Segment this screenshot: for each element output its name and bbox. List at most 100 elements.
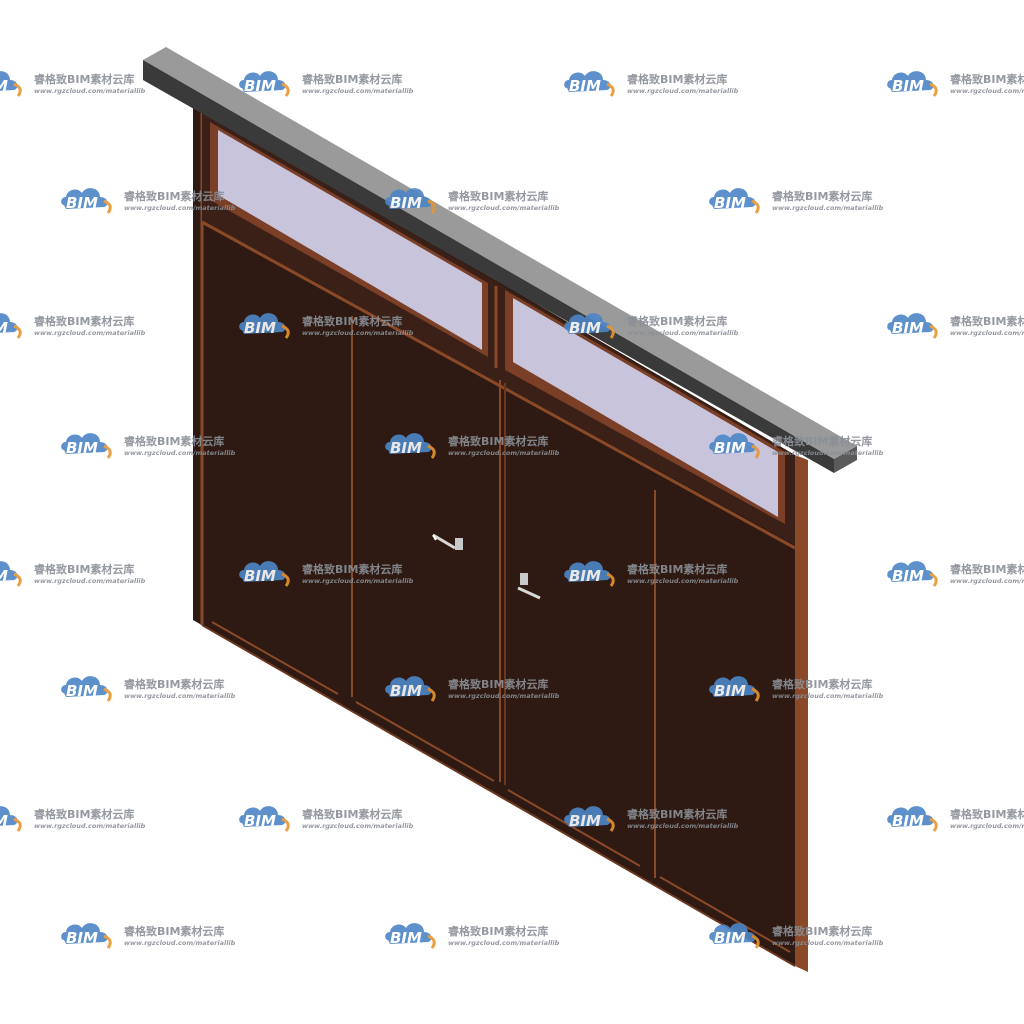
bim-logo-text: BIM <box>244 77 276 95</box>
watermark: BIM睿格致BIM素材云库www.rgzcloud.com/materialli… <box>0 71 146 97</box>
watermark-url: www.rgzcloud.com/materiallib <box>34 87 146 95</box>
watermark-url: www.rgzcloud.com/materiallib <box>627 87 739 95</box>
bim-logo-text: BIM <box>714 929 746 947</box>
bim-logo-text: BIM <box>390 929 422 947</box>
bim-accent-swoosh <box>606 324 615 339</box>
lintel-top <box>143 47 857 459</box>
bim-cloud-icon <box>385 923 432 944</box>
bim-accent-swoosh <box>103 687 112 702</box>
watermark-name: 睿格致BIM素材云库 <box>448 924 548 938</box>
bim-cloud-icon <box>61 923 108 944</box>
bim-logo-text: BIM <box>714 682 746 700</box>
watermark-name: 睿格致BIM素材云库 <box>124 434 224 448</box>
watermark-name: 睿格致BIM素材云库 <box>34 807 134 821</box>
watermark-url: www.rgzcloud.com/materiallib <box>448 692 560 700</box>
bim-logo-text: BIM <box>892 319 924 337</box>
watermark-url: www.rgzcloud.com/materiallib <box>302 87 414 95</box>
bim-logo-text: BIM <box>244 567 276 585</box>
watermark-layer: BIM睿格致BIM素材云库www.rgzcloud.com/materialli… <box>0 71 1024 949</box>
watermark-url: www.rgzcloud.com/materiallib <box>772 939 884 947</box>
bim-cloud-icon <box>61 188 108 209</box>
watermark: BIM睿格致BIM素材云库www.rgzcloud.com/materialli… <box>887 806 1024 832</box>
watermark-name: 睿格致BIM素材云库 <box>772 677 872 691</box>
watermark-name: 睿格致BIM素材云库 <box>627 314 727 328</box>
frame-bottom-rail <box>201 624 796 967</box>
watermark-url: www.rgzcloud.com/materiallib <box>302 329 414 337</box>
watermark-name: 睿格致BIM素材云库 <box>302 72 402 86</box>
watermark-url: www.rgzcloud.com/materiallib <box>772 692 884 700</box>
watermark: BIM 睿格致BIM素材云库www.rgzcloud.com/materialli… <box>709 676 884 702</box>
watermark-name: 睿格致BIM素材云库 <box>950 562 1024 576</box>
watermark-name: 睿格致BIM素材云库 <box>124 677 224 691</box>
watermark-name: 睿格致BIM素材云库 <box>448 677 548 691</box>
bim-cloud-icon <box>385 676 432 697</box>
watermark-name: 睿格致BIM素材云库 <box>302 562 402 576</box>
watermark-name: 睿格致BIM素材云库 <box>627 72 727 86</box>
bim-cloud-icon <box>239 806 286 827</box>
bim-cloud-icon <box>887 561 934 582</box>
watermark: BIM 睿格致BIM素材云库www.rgzcloud.com/materialli… <box>385 923 560 949</box>
watermark-url: www.rgzcloud.com/materiallib <box>302 577 414 585</box>
bim-logo-text: BIM <box>390 439 422 457</box>
bim-logo-text: BIM <box>892 77 924 95</box>
bim-cloud-icon <box>564 71 611 92</box>
bim-cloud-icon <box>61 433 108 454</box>
watermark-url: www.rgzcloud.com/materiallib <box>448 939 560 947</box>
bim-cloud-icon <box>709 676 756 697</box>
bim-logo-text: BIM <box>714 439 746 457</box>
watermark-name: 睿格致BIM素材云库 <box>772 189 872 203</box>
transom-rail <box>201 220 796 550</box>
bim-logo-text: BIM <box>390 194 422 212</box>
watermark-url: www.rgzcloud.com/materiallib <box>772 449 884 457</box>
watermark-url: www.rgzcloud.com/materiallib <box>627 822 739 830</box>
bim-cloud-icon <box>709 188 756 209</box>
bim-logo-text: BIM <box>0 812 8 830</box>
bim-accent-swoosh <box>103 199 112 214</box>
watermark: BIM睿格致BIM素材云库www.rgzcloud.com/materialli… <box>0 806 146 832</box>
bim-accent-swoosh <box>751 199 760 214</box>
left-door-handle <box>432 533 463 550</box>
bim-accent-swoosh <box>929 572 938 587</box>
watermark-url: www.rgzcloud.com/materiallib <box>302 822 414 830</box>
bim-cloud-icon <box>61 676 108 697</box>
door-model <box>143 47 857 972</box>
watermark: BIM睿格致BIM素材云库www.rgzcloud.com/materialli… <box>887 561 1024 587</box>
watermark-url: www.rgzcloud.com/materiallib <box>124 692 236 700</box>
bim-cloud-icon <box>385 188 432 209</box>
watermark-name: 睿格致BIM素材云库 <box>627 562 727 576</box>
bim-logo-text: BIM <box>66 439 98 457</box>
watermark-name: 睿格致BIM素材云库 <box>124 189 224 203</box>
bim-cloud-icon <box>709 923 756 944</box>
leaf-bottom-4 <box>659 876 791 953</box>
watermark-name: 睿格致BIM素材云库 <box>302 807 402 821</box>
right-transom-glass <box>513 298 778 517</box>
watermark-name: 睿格致BIM素材云库 <box>950 314 1024 328</box>
watermark-url: www.rgzcloud.com/materiallib <box>448 204 560 212</box>
watermark-url: www.rgzcloud.com/materiallib <box>950 329 1024 337</box>
watermark-name: 睿格致BIM素材云库 <box>124 924 224 938</box>
bim-cloud-icon <box>887 806 934 827</box>
bim-logo-text: BIM <box>0 567 8 585</box>
watermark: BIM睿格致BIM素材云库www.rgzcloud.com/materialli… <box>0 313 146 339</box>
watermark-url: www.rgzcloud.com/materiallib <box>627 577 739 585</box>
bim-accent-swoosh <box>751 687 760 702</box>
bim-cloud-icon <box>0 806 18 826</box>
bim-logo-text: BIM <box>66 682 98 700</box>
watermark-url: www.rgzcloud.com/materiallib <box>124 204 236 212</box>
bim-cloud-icon <box>564 806 611 827</box>
bim-logo-text: BIM <box>0 319 8 337</box>
watermark-name: 睿格致BIM素材云库 <box>448 434 548 448</box>
watermark-name: 睿格致BIM素材云库 <box>34 562 134 576</box>
bim-logo-text: BIM <box>66 194 98 212</box>
watermark-name: 睿格致BIM素材云库 <box>950 72 1024 86</box>
bim-accent-swoosh <box>929 817 938 832</box>
